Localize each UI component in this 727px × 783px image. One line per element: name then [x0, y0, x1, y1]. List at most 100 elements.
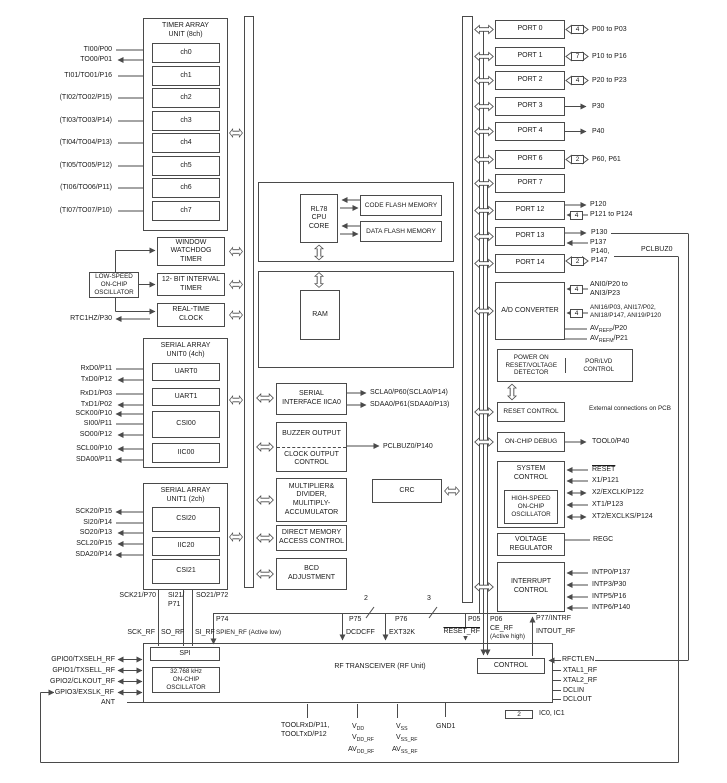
csi21: CSI21	[152, 559, 220, 584]
por-lvd-control: POR/LVD CONTROL	[564, 357, 633, 374]
pin-si00: SI00/P11	[83, 420, 112, 427]
pin-intp0: INTP0/P137	[592, 569, 631, 576]
pin-ti00: TI00/P00	[83, 46, 112, 53]
pin-sck20: SCK20/P15	[75, 508, 112, 515]
pin-rxd0: RxD0/P11	[80, 365, 112, 372]
pin-reset: RESET	[592, 466, 616, 473]
reset-control: RESET CONTROL	[497, 402, 565, 422]
pcb-note: External connections on PCB	[589, 405, 671, 412]
pin-si20: SI20/P14	[83, 519, 112, 526]
width-badge-port14: 2	[571, 256, 584, 266]
timer-ch4: ch4	[152, 133, 220, 153]
pin-intp6: INTP6/P140	[592, 604, 631, 611]
rf-transceiver	[143, 643, 553, 703]
pin-txd1: TxD1/P02	[80, 401, 112, 408]
data-flash-memory: DATA FLASH MEMORY	[360, 221, 442, 242]
pins-port1: P10 to P16	[592, 53, 627, 60]
sau1-title: SERIAL ARRAY UNIT1 (2ch)	[160, 487, 211, 504]
pin-ce-rf: CE_RF	[490, 625, 513, 632]
pin-p137: P137	[590, 239, 607, 246]
width-badge-port6: 2	[571, 155, 584, 164]
pin-gpio2: GPIO2/CLKOUT_RF	[50, 678, 115, 685]
iic00: IIC00	[152, 443, 220, 463]
pin-gpio3: GPIO3/EXSLK_RF	[53, 688, 115, 698]
pin-xt1: XT1/P123	[592, 501, 624, 508]
width-badge-adc2: 4	[570, 308, 583, 318]
por-lvd-block: POWER ON RESET/VOLTAGE DETECTOR POR/LVD …	[497, 349, 633, 382]
pin-vss: VSS	[396, 723, 408, 732]
pin-txd0: TxD0/P12	[80, 376, 112, 383]
width-badge-adc1: 4	[570, 284, 583, 294]
pin-ic0-ic1: IC0, IC1	[539, 710, 565, 717]
width-badge-port2: 4	[571, 76, 584, 85]
pin-rxd1: RxD1/P03	[80, 390, 112, 397]
pin-sck00: SCK00/P10	[75, 410, 112, 417]
pin-dcdcff: DCDCFF	[346, 629, 375, 636]
pin-ti03: (TI03/TO03/P14)	[59, 117, 112, 124]
pin-si-rf: SI_RF	[195, 629, 215, 636]
interval-timer: 12- BIT INTERVAL TIMER	[157, 273, 225, 296]
port-0: PORT 0	[495, 20, 565, 39]
uart1: UART1	[152, 388, 220, 406]
pin-p06: P06	[490, 616, 503, 623]
pin-so-rf: SO_RF	[161, 629, 185, 636]
pin-p75: P75	[349, 616, 362, 623]
low-speed-oscillator: LOW-SPEED ON-CHIP OSCILLATOR	[89, 272, 139, 298]
pin-p120: P120	[590, 201, 607, 208]
pin-x2: X2/EXCLK/P122	[592, 489, 644, 496]
real-time-clock: REAL-TIME CLOCK	[157, 303, 225, 327]
pin-avrefp: AVREFP/P20	[590, 325, 628, 334]
buzzer-output-label: BUZZER OUTPUT	[277, 423, 346, 448]
pin-vdd-rf: VDD_RF	[352, 734, 374, 743]
code-flash-memory: CODE FLASH MEMORY	[360, 195, 442, 216]
pins-port3: P30	[592, 103, 605, 110]
pins-ani0-3: ANI0/P20 to ANI3/P23	[590, 281, 628, 298]
pin-p74: P74	[216, 616, 229, 623]
pins-port0: P00 to P03	[592, 26, 627, 33]
bus-width-3: 3	[427, 595, 431, 602]
port-6: PORT 6	[495, 150, 565, 169]
bcd-adjustment: BCD ADJUSTMENT	[276, 558, 347, 590]
port-2: PORT 2	[495, 71, 565, 90]
serial-interface-iica0: SERIAL INTERFACE IICA0	[276, 383, 347, 415]
pin-scl20: SCL20/P15	[76, 540, 112, 547]
pin-rfctlen: RFCTLEN	[561, 655, 596, 665]
voltage-regulator: VOLTAGE REGULATOR	[497, 533, 565, 556]
dma-control: DIRECT MEMORY ACCESS CONTROL	[276, 525, 347, 551]
pin-xt2: XT2/EXCLKS/P124	[592, 513, 653, 520]
pins-port2: P20 to P23	[592, 77, 627, 84]
pin-avss-rf: AVSS_RF	[392, 746, 418, 755]
rf-spi: SPI	[150, 647, 220, 661]
pin-p77-intrf: P77/INTRF	[536, 615, 572, 622]
pin-to00: TO00/P01	[80, 56, 112, 63]
ram: RAM	[300, 290, 340, 340]
uart0: UART0	[152, 363, 220, 381]
pin-intp5: INTP5/P16	[592, 593, 627, 600]
rf-transceiver-title: RF TRANSCEIVER (RF Unit)	[334, 663, 426, 670]
ce-rf-note: (Active high)	[490, 633, 525, 640]
port-4: PORT 4	[495, 122, 565, 141]
pin-gnd1: GND1	[436, 723, 456, 730]
rf-32khz-oscillator: 32.768 kHz ON-CHIP OSCILLATOR	[152, 667, 220, 693]
timer-ch7: ch7	[152, 201, 220, 221]
csi20: CSI20	[152, 507, 220, 532]
port-14: PORT 14	[495, 254, 565, 273]
clock-output-label: CLOCK OUTPUT CONTROL	[284, 450, 339, 467]
on-chip-debug: ON-CHIP DEBUG	[497, 432, 565, 452]
pin-ti04: (TI04/TO04/P13)	[59, 139, 112, 146]
timer-ch2: ch2	[152, 88, 220, 108]
port-12: PORT 12	[495, 201, 565, 220]
pin-toolrxd-tooltxd: TOOLRxD/P11, TOOLTxD/P12	[281, 722, 330, 739]
pin-ti05: (TI05/TO05/P12)	[59, 162, 112, 169]
ad-converter: A/D CONVERTER	[495, 282, 565, 340]
pin-p76: P76	[395, 616, 408, 623]
pins-ani16-19: ANI16/P03, ANI17/P02, ANI18/P147, ANI19/…	[590, 304, 662, 320]
timer-ch3: ch3	[152, 111, 220, 131]
pins-p121-p124: P121 to P124	[590, 211, 633, 218]
pin-x1: X1/P121	[592, 477, 619, 484]
width-badge-port0: 4	[571, 25, 584, 34]
width-badge-port12: 4	[570, 210, 583, 220]
sau0-title: SERIAL ARRAY UNIT0 (4ch)	[160, 342, 211, 359]
pin-dclout: DCLOUT	[563, 696, 592, 703]
interrupt-control: INTERRUPT CONTROL	[497, 562, 565, 612]
